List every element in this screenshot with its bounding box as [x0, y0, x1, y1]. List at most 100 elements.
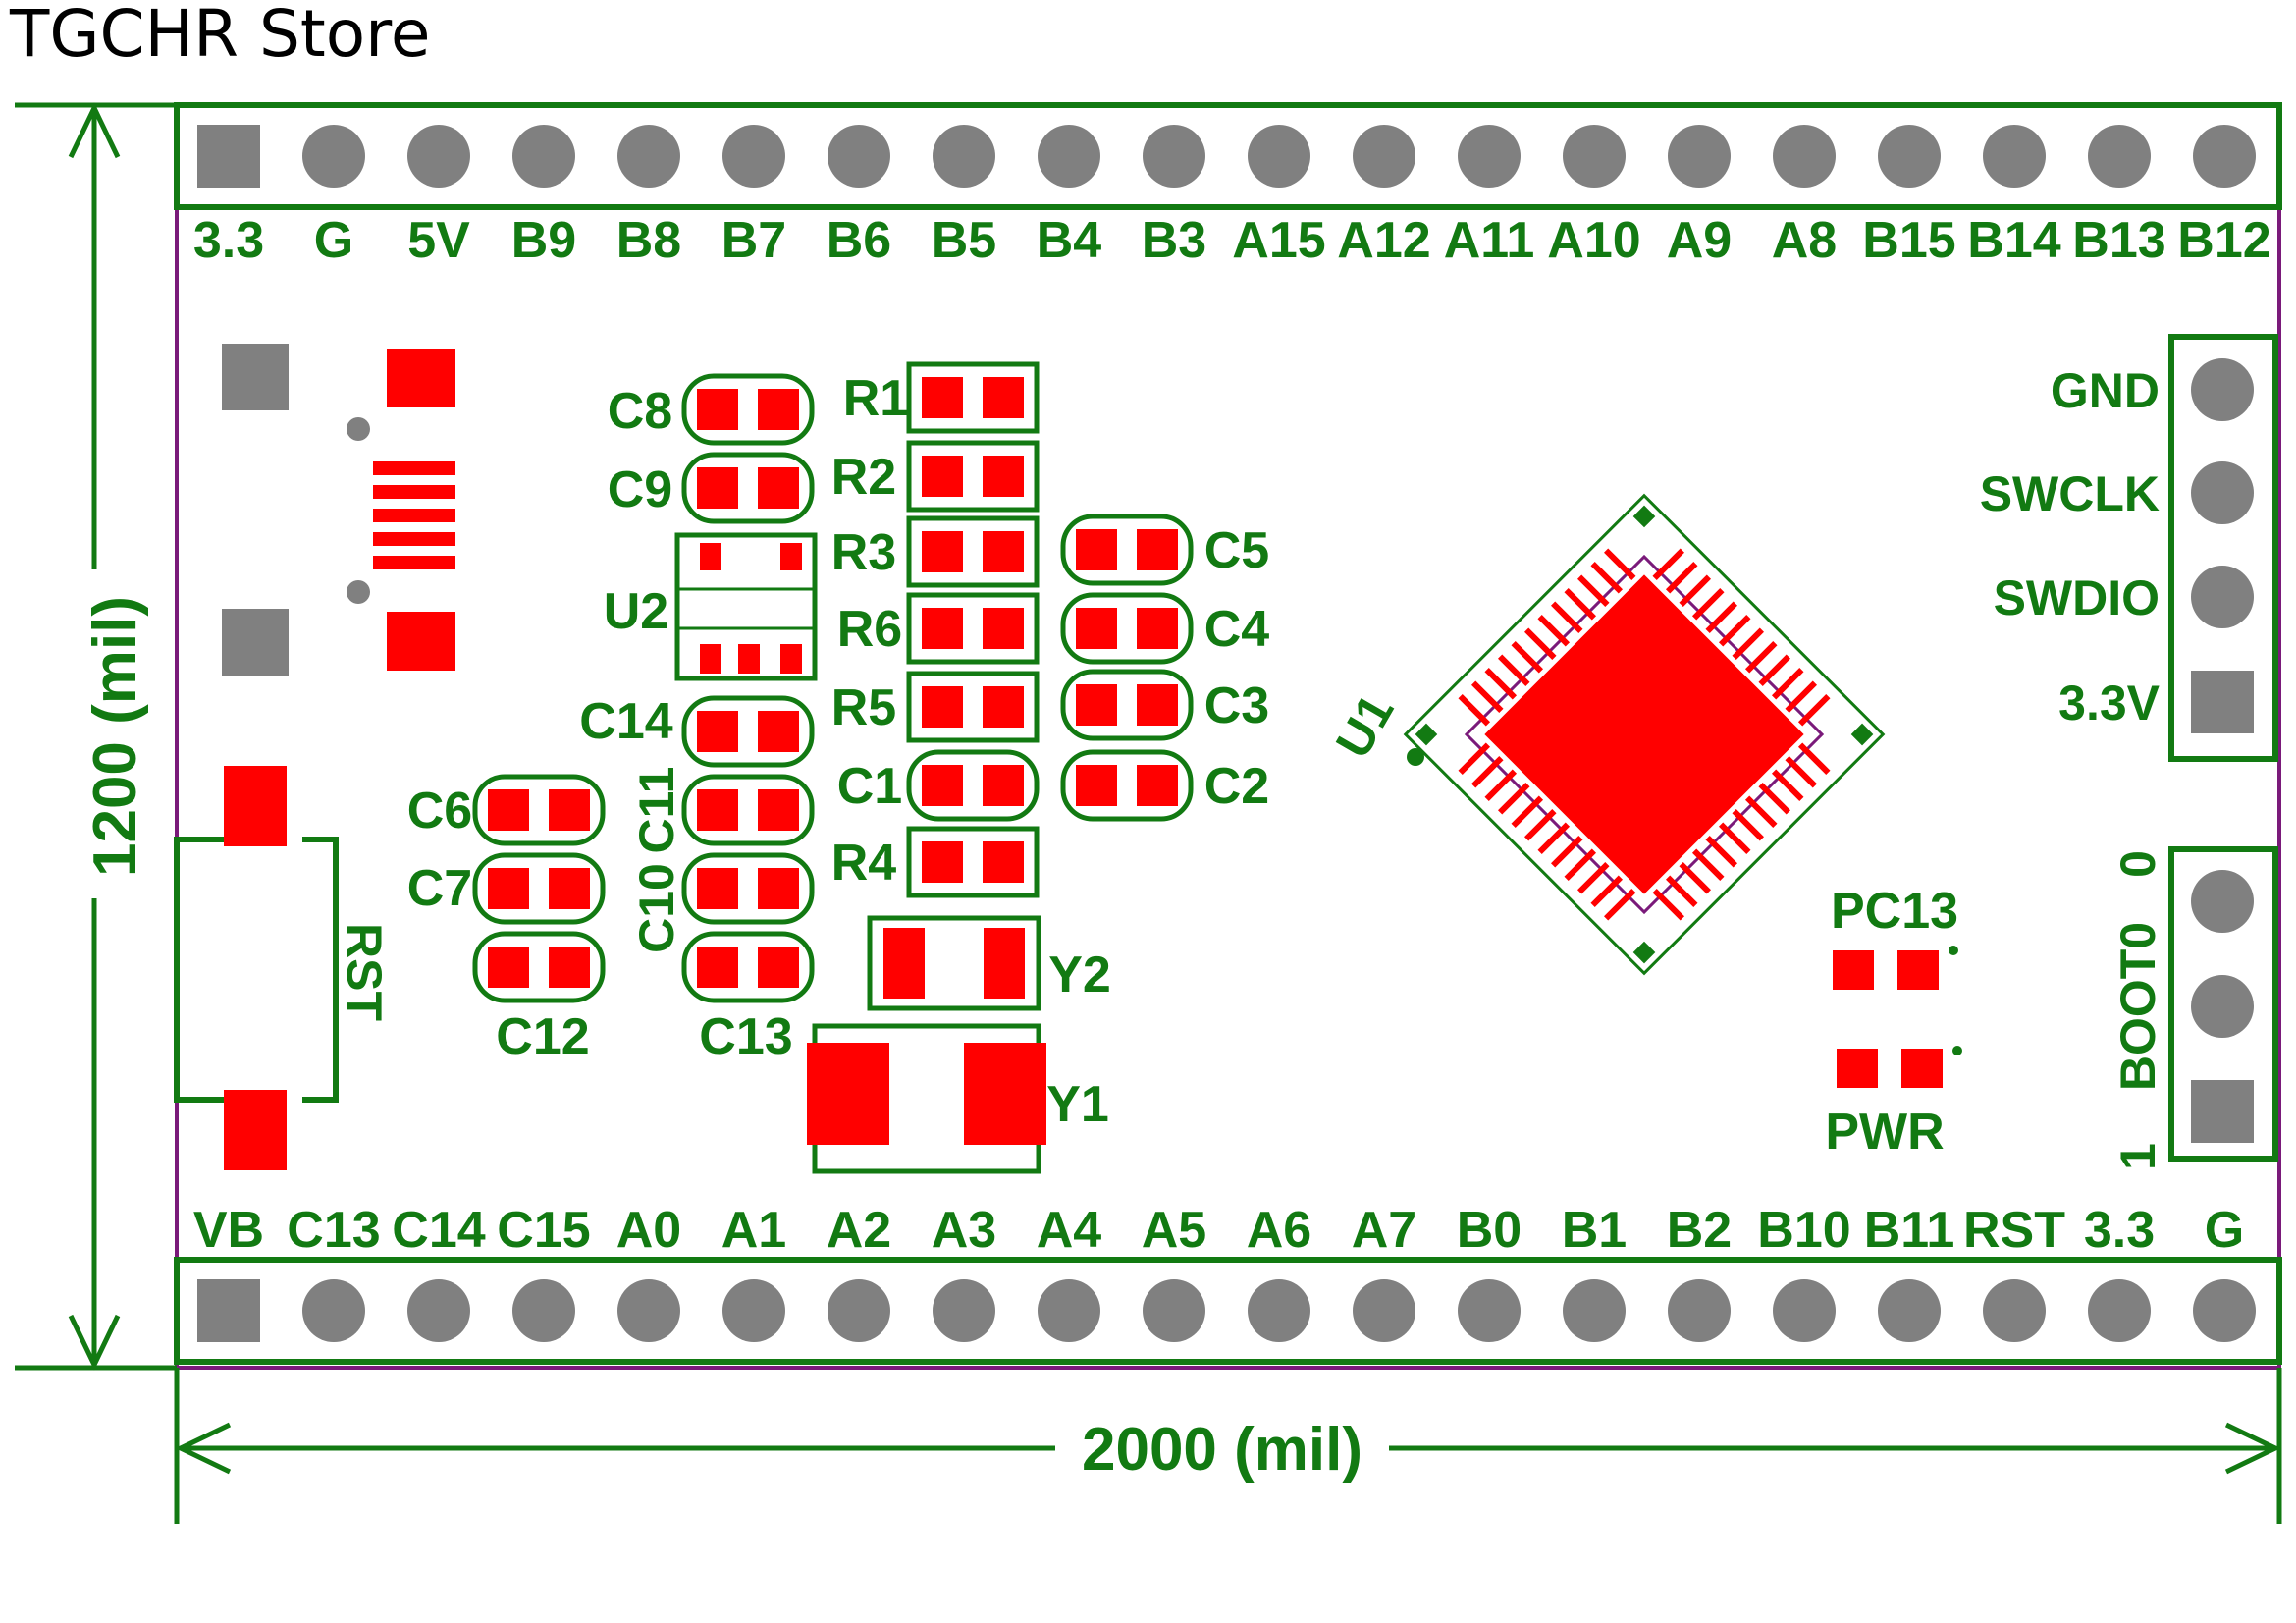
y2-crystal — [867, 915, 1041, 1011]
mcu-pin — [1732, 808, 1765, 841]
component-pad — [922, 686, 963, 728]
mcu-pin — [1691, 587, 1725, 621]
bottom_header-pin — [1878, 1279, 1941, 1342]
component-pad — [1076, 684, 1117, 726]
component-pad — [549, 947, 590, 988]
swd-pin-label: GND — [2051, 363, 2160, 418]
top_header-pin — [1038, 125, 1100, 188]
component-pad — [488, 868, 529, 909]
component-pad — [983, 377, 1024, 418]
top_header-pin — [407, 125, 470, 188]
component-pad — [758, 467, 799, 509]
top_header-pin-label: G — [314, 212, 353, 269]
component-outline — [681, 695, 815, 768]
bottom_header-pin-label: C14 — [392, 1202, 485, 1259]
mcu-pin — [1603, 888, 1636, 921]
component-pad — [697, 868, 738, 909]
top_header-pin-label: 5V — [407, 212, 470, 269]
component-outline — [906, 671, 1040, 743]
u1-label: U1 — [1325, 685, 1404, 767]
component-pad — [758, 947, 799, 988]
mcu-pin — [1497, 654, 1530, 687]
component-pad — [549, 868, 590, 909]
bottom_header-pin-label: B10 — [1757, 1202, 1850, 1259]
width-dimension — [174, 1368, 2282, 1524]
mcu-pin — [1797, 742, 1831, 776]
mcu-pin — [1550, 835, 1583, 868]
boot-pin-1 — [2191, 975, 2254, 1038]
mcu-pin — [1679, 574, 1712, 608]
component-pad — [922, 765, 963, 806]
mcu-pin — [1705, 835, 1738, 868]
component-outline — [681, 373, 815, 446]
top_header-pin-label: B6 — [827, 212, 891, 269]
bottom_header-pin — [1668, 1279, 1731, 1342]
component-outline — [681, 931, 815, 1003]
mcu-pin — [1744, 640, 1778, 674]
boot-title: BOOT0 — [2110, 922, 2165, 1091]
top_header-pin-label: A11 — [1444, 212, 1535, 269]
bottom_header-pin — [197, 1279, 260, 1342]
component-label: C8 — [608, 383, 672, 440]
component-label: C10 — [629, 863, 684, 953]
top_header-pin — [512, 125, 575, 188]
component-outline — [681, 452, 815, 524]
top_header-pin — [1773, 125, 1836, 188]
component-label: C2 — [1204, 758, 1269, 815]
u1-mcu — [1403, 493, 1886, 976]
component-pad — [697, 467, 738, 509]
top_header-pin — [1248, 125, 1310, 188]
mcu-pin — [1484, 667, 1518, 700]
top_header-pin — [933, 125, 995, 188]
top_header-pin — [2088, 125, 2151, 188]
mcu-pin — [1511, 795, 1544, 829]
top_header-pin — [2193, 125, 2256, 188]
bottom_header-pin-label: A6 — [1247, 1202, 1311, 1259]
mcu-pin — [1758, 654, 1791, 687]
bottom_header-pin-label: A4 — [1037, 1202, 1102, 1259]
component-pad — [758, 868, 799, 909]
component-outline — [906, 440, 1040, 513]
swd-pin — [2191, 671, 2254, 733]
component-outline — [1060, 749, 1194, 822]
top_header-pin-label: B15 — [1862, 212, 1955, 269]
boot-pin-0 — [2191, 870, 2254, 933]
bottom_header-pin-label: VB — [193, 1202, 264, 1259]
mcu-pin — [1665, 875, 1698, 908]
mcu-pin — [1537, 822, 1571, 855]
mcu-pin — [1797, 693, 1831, 727]
component-label: C3 — [1204, 677, 1269, 734]
component-label: C12 — [496, 1008, 589, 1065]
boot-pin-2 — [2191, 1080, 2254, 1143]
pwr-label: PWR — [1825, 1104, 1944, 1161]
component-outline — [472, 852, 606, 925]
usb-connector — [222, 344, 455, 676]
bottom_header-pin-label: B1 — [1562, 1202, 1627, 1259]
width-dimension-label: 2000 (mil) — [1082, 1416, 1362, 1484]
component-pad — [758, 789, 799, 831]
swd-pin-label: 3.3V — [2058, 676, 2161, 730]
top_header-pin-label: B9 — [511, 212, 576, 269]
component-pad — [922, 841, 963, 883]
bottom_header-pin — [933, 1279, 995, 1342]
top_header-pin — [1668, 125, 1731, 188]
component-pad — [983, 531, 1024, 572]
component-pad — [983, 765, 1024, 806]
boot-header-outline — [2168, 846, 2278, 1162]
swd-pin — [2191, 566, 2254, 628]
mcu-pin — [1785, 680, 1818, 714]
top_header-pin-label: B14 — [1967, 212, 2060, 269]
bottom_header-pin-label: C15 — [497, 1202, 590, 1259]
component-pad — [758, 389, 799, 430]
swd-header-outline — [2168, 334, 2278, 762]
mcu-pin — [1550, 601, 1583, 634]
mcu-pin — [1603, 548, 1636, 581]
component-outline — [472, 931, 606, 1003]
store-title: TGCHR Store — [10, 0, 431, 72]
swd-pin-label: SWCLK — [1980, 466, 2160, 521]
bottom_header-pin-label: A3 — [932, 1202, 996, 1259]
mcu-pin — [1590, 561, 1624, 594]
